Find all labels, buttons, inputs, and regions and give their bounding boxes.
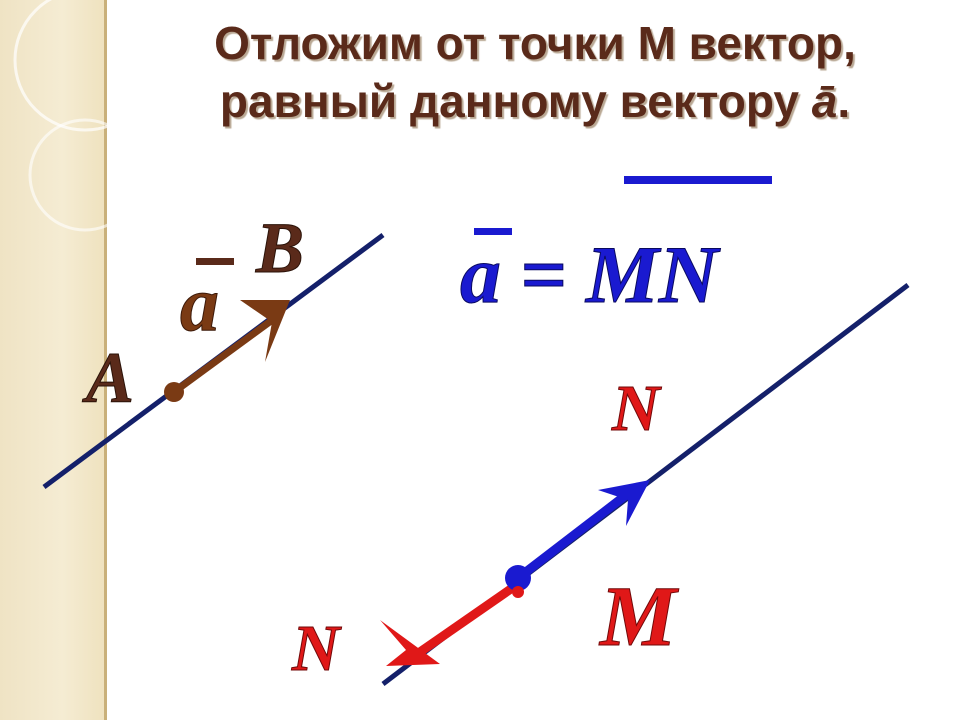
formula-rhs: MN <box>584 229 721 320</box>
label-point-n-upper: N <box>611 372 662 445</box>
formula-a-bar <box>474 228 512 235</box>
title-line-2-text: равный данному вектору <box>219 75 812 127</box>
decorative-side-strip-edge <box>104 0 107 720</box>
title-vector-symbol: ā <box>811 75 838 127</box>
formula-lhs: a <box>460 229 501 320</box>
label-point-b: B <box>255 208 304 288</box>
title-line-1: Отложим от точки М вектор, <box>214 17 856 69</box>
decor-circle-2 <box>28 118 142 232</box>
label-point-a: A <box>82 338 134 418</box>
formula-mn-bar <box>624 176 772 184</box>
formula-equals: = <box>520 229 567 320</box>
decor-circle-1 <box>13 0 157 132</box>
point-a-dot <box>164 382 184 402</box>
vector-mn-opposite-shaft <box>417 580 521 656</box>
label-point-n-lower: N <box>291 612 342 685</box>
title-line-2-period: . <box>837 75 851 127</box>
point-m-dot-red <box>512 586 524 598</box>
vector-mn-opposite-arrowhead <box>380 620 440 666</box>
vector-a-bar <box>196 258 234 265</box>
slide-title: Отложим от точки М вектор, равный данном… <box>110 14 960 130</box>
point-m-dot <box>505 565 531 591</box>
label-point-m: M <box>598 568 679 664</box>
vector-mn-shaft <box>515 488 633 582</box>
title-line-2: равный данному вектору ā. <box>110 72 960 130</box>
vector-mn-arrowhead <box>598 480 650 526</box>
label-vector-a: a <box>180 260 219 347</box>
vector-a-shaft <box>171 315 278 395</box>
vector-a-arrowhead <box>240 300 290 362</box>
